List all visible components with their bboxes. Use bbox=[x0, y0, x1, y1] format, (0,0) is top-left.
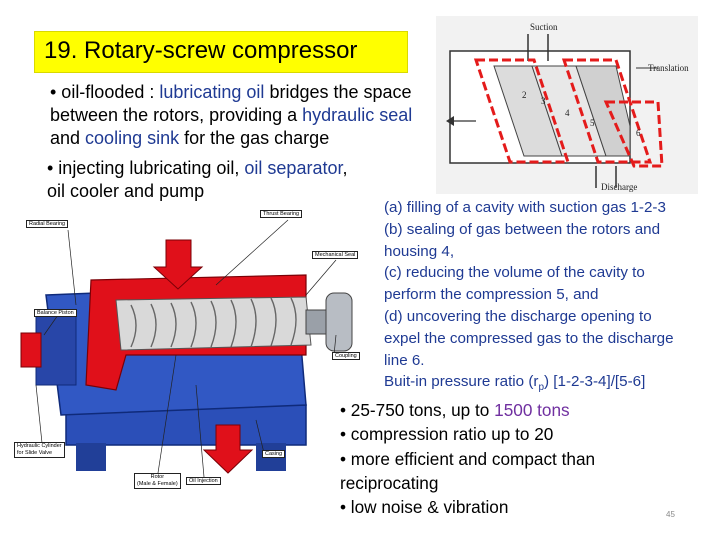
text-run: • oil-flooded : bbox=[50, 82, 160, 102]
bullet-injecting: • injecting lubricating oil, oil separat… bbox=[47, 157, 347, 203]
label-discharge: Discharge bbox=[601, 182, 637, 192]
bullet-tons: • 25-750 tons, up to 1500 tons bbox=[340, 398, 595, 422]
label-casing: Casing bbox=[262, 450, 286, 458]
text-run: , bbox=[342, 158, 348, 178]
caption-line: expel the compressed gas to the discharg… bbox=[384, 329, 674, 347]
text-run: for Slide Valve bbox=[17, 450, 53, 456]
text-run: ) [1-2-3-4]/[5-6] bbox=[544, 373, 646, 391]
label-3: 3 bbox=[541, 96, 546, 106]
spec-bullets: • 25-750 tons, up to 1500 tons • compres… bbox=[340, 398, 595, 519]
label-6: 6 bbox=[636, 128, 641, 138]
pressure-ratio-line: Buit-in pressure ratio (rp) [1-2-3-4]/[5… bbox=[384, 371, 674, 399]
text-run: Rotor bbox=[150, 474, 165, 480]
caption-line: line 6. bbox=[384, 351, 425, 369]
highlight-cooling-sink: cooling sink bbox=[85, 128, 180, 148]
caption-line: housing 4, bbox=[384, 242, 455, 260]
caption-line: perform the compression 5, and bbox=[384, 286, 599, 304]
screw-cavity-diagram: Suction Translation Discharge 2 3 4 5 6 bbox=[436, 16, 698, 194]
slide-title: 19. Rotary-screw compressor bbox=[44, 37, 358, 64]
text-run: • injecting lubricating oil, bbox=[47, 158, 245, 178]
text-run: for the gas charge bbox=[179, 128, 330, 148]
caption-line: (d) uncovering the discharge opening to bbox=[384, 307, 652, 325]
label-coupling: Coupling bbox=[332, 352, 360, 360]
highlight-hydraulic-seal: hydraulic seal bbox=[302, 105, 413, 125]
text-run: and bbox=[50, 128, 86, 148]
text-run: bridges the space bbox=[264, 82, 412, 102]
label-hydraulic-cylinder: Hydraulic Cylinder for Slide Valve bbox=[14, 442, 65, 458]
label-rotor: Rotor (Male & Female) bbox=[134, 473, 181, 489]
text-run: • 25-750 tons, up to bbox=[340, 400, 495, 420]
label-translation: Translation bbox=[648, 63, 689, 73]
label-balance-piston: Balance Piston bbox=[34, 309, 77, 317]
bullet-efficient: • more efficient and compact than bbox=[340, 448, 596, 469]
title-highlight bbox=[34, 31, 408, 73]
label-mechanical-seal: Mechanical Seal bbox=[312, 251, 359, 259]
highlight-lubricating-oil: lubricating oil bbox=[159, 82, 265, 102]
label-2: 2 bbox=[522, 90, 527, 100]
subscript-p: p bbox=[538, 382, 545, 394]
bullet-ratio: • compression ratio up to 20 bbox=[340, 424, 554, 445]
compressor-drawing bbox=[20, 219, 353, 478]
label-oil-injection: Oil Injection bbox=[186, 477, 221, 485]
caption-line: (a) filling of a cavity with suction gas… bbox=[384, 199, 666, 216]
caption-line: (c) reducing the volume of the cavity to bbox=[384, 264, 645, 282]
caption-line: (b) sealing of gas between the rotors an… bbox=[384, 220, 661, 238]
highlight-oil-separator: oil separator bbox=[244, 158, 343, 178]
bullet-noise: • low noise & vibration bbox=[340, 497, 509, 518]
text-run: oil cooler and pump bbox=[47, 181, 205, 201]
compressor-cutaway: Radial Bearing Thrust Bearing Mechanical… bbox=[6, 205, 372, 505]
label-suction: Suction bbox=[530, 22, 558, 32]
text-run: Buit-in pressure ratio (r bbox=[384, 373, 539, 391]
text-run: Hydraulic Cylinder bbox=[17, 443, 62, 449]
bullet-efficient-cont: reciprocating bbox=[340, 472, 439, 493]
text-run: between the rotors, providing a bbox=[50, 105, 303, 125]
bullet-oil-flooded: • oil-flooded : lubricating oil bridges … bbox=[50, 81, 412, 150]
text-run: (Male & Female) bbox=[137, 481, 178, 487]
cavity-caption: (a) filling of a cavity with suction gas… bbox=[384, 197, 674, 399]
label-thrust-bearing: Thrust Bearing bbox=[260, 210, 303, 218]
label-4: 4 bbox=[565, 108, 570, 118]
label-radial-bearing: Radial Bearing bbox=[26, 220, 69, 228]
page-number: 45 bbox=[666, 510, 675, 519]
highlight-1500-tons: 1500 tons bbox=[494, 400, 570, 420]
label-5: 5 bbox=[590, 118, 595, 128]
